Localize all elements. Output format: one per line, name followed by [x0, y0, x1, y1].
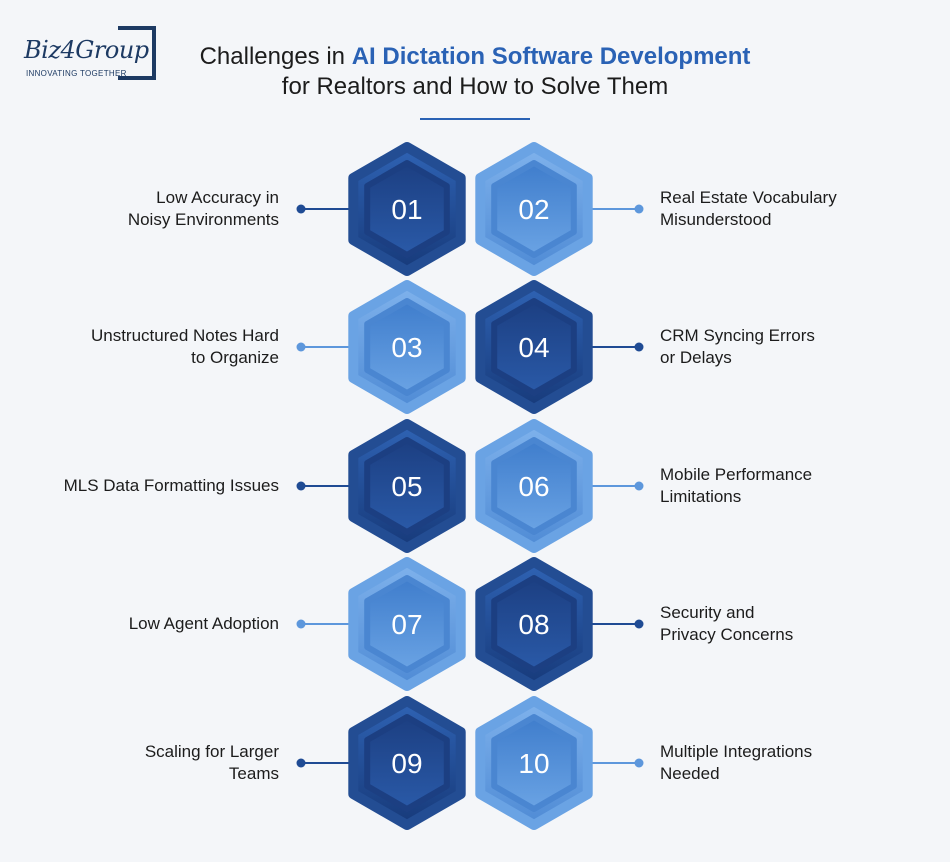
hexagon-inner-02: [491, 160, 577, 258]
hexagon-inner-04: [491, 298, 577, 396]
challenge-label-line: CRM Syncing Errors: [660, 326, 815, 345]
challenge-label-line: Low Accuracy in: [156, 188, 279, 207]
challenge-label-line: Misunderstood: [660, 210, 772, 229]
hexagon-01: 01: [348, 142, 466, 276]
challenge-label-line: Low Agent Adoption: [128, 614, 279, 633]
hexagon-07: 07: [348, 557, 466, 691]
challenge-label-line: Limitations: [660, 487, 742, 506]
challenge-label-line: to Organize: [191, 348, 279, 367]
connector-dot-10: [634, 758, 644, 768]
hexagon-number-04: 04: [518, 332, 549, 363]
challenge-label-04: CRM Syncing Errors or Delays: [660, 325, 940, 369]
hexagon-number-05: 05: [391, 471, 422, 502]
hexagon-inner-06: [491, 437, 577, 535]
hexagon-number-07: 07: [391, 609, 422, 640]
challenge-label-05: MLS Data Formatting Issues: [0, 475, 279, 497]
title-line2: for Realtors and How to Solve Them: [281, 73, 669, 100]
connector-dot-02: [634, 204, 644, 214]
hexagon-inner-09: [364, 714, 450, 812]
hexagon-inner-08: [491, 575, 577, 673]
challenge-label-line: Teams: [228, 764, 279, 783]
title-highlight: AI Dictation Software Development: [351, 43, 751, 70]
challenge-label-line: Privacy Concerns: [660, 625, 794, 644]
logo-tagline: INNOVATING TOGETHER: [26, 69, 127, 78]
challenge-label-line: Mobile Performance: [660, 465, 813, 484]
challenge-label-line: Noisy Environments: [127, 210, 279, 229]
connector-dot-03: [296, 342, 306, 352]
hexagon-05: 05: [348, 419, 466, 553]
challenge-label-line: MLS Data Formatting Issues: [63, 476, 279, 495]
challenge-label-line: Scaling for Larger: [144, 742, 279, 761]
connector-dot-09: [296, 758, 306, 768]
connector-dot-05: [296, 481, 306, 491]
hexagon-09: 09: [348, 696, 466, 830]
biz4group-logo: Biz4Group INNOVATING TOGETHER: [22, 26, 158, 82]
hexagon-number-10: 10: [518, 748, 549, 779]
challenge-label-line: Unstructured Notes Hard: [90, 326, 279, 345]
challenge-label-07: Low Agent Adoption: [0, 613, 279, 635]
hexagon-10: 10: [475, 696, 593, 830]
challenge-label-03: Unstructured Notes Hard to Organize: [0, 325, 279, 369]
hexagon-04: 04: [475, 280, 593, 414]
hexagon-number-06: 06: [518, 471, 549, 502]
page-title: Challenges in AI Dictation Software Deve…: [0, 42, 950, 102]
hexagon-number-01: 01: [391, 194, 422, 225]
hexagon-03: 03: [348, 280, 466, 414]
challenge-label-01: Low Accuracy in Noisy Environments: [0, 187, 279, 231]
hexagon-number-03: 03: [391, 332, 422, 363]
hexagon-inner-10: [491, 714, 577, 812]
hexagon-inner-03: [364, 298, 450, 396]
title-part1: Challenges in: [199, 43, 352, 70]
hexagon-number-02: 02: [518, 194, 549, 225]
logo-wordmark: Biz4Group: [24, 36, 149, 64]
challenge-label-line: Security and: [660, 603, 755, 622]
challenge-label-line: Multiple Integrations: [660, 742, 813, 761]
connector-dot-07: [296, 619, 306, 629]
hexagon-inner-07: [364, 575, 450, 673]
hexagon-number-09: 09: [391, 748, 422, 779]
challenge-label-line: Real Estate Vocabulary: [660, 188, 837, 207]
connector-dot-08: [634, 619, 644, 629]
hexagon-inner-05: [364, 437, 450, 535]
hexagon-06: 06: [475, 419, 593, 553]
connector-dot-06: [634, 481, 644, 491]
connector-dot-01: [296, 204, 306, 214]
hexagon-02: 02: [475, 142, 593, 276]
challenge-label-line: or Delays: [660, 348, 732, 367]
hexagon-08: 08: [475, 557, 593, 691]
hexagon-inner-01: [364, 160, 450, 258]
hexagon-number-08: 08: [518, 609, 549, 640]
logo-frame: [118, 26, 156, 80]
title-underline: [420, 118, 530, 120]
challenge-label-line: Needed: [660, 764, 720, 783]
connector-dot-04: [634, 342, 644, 352]
